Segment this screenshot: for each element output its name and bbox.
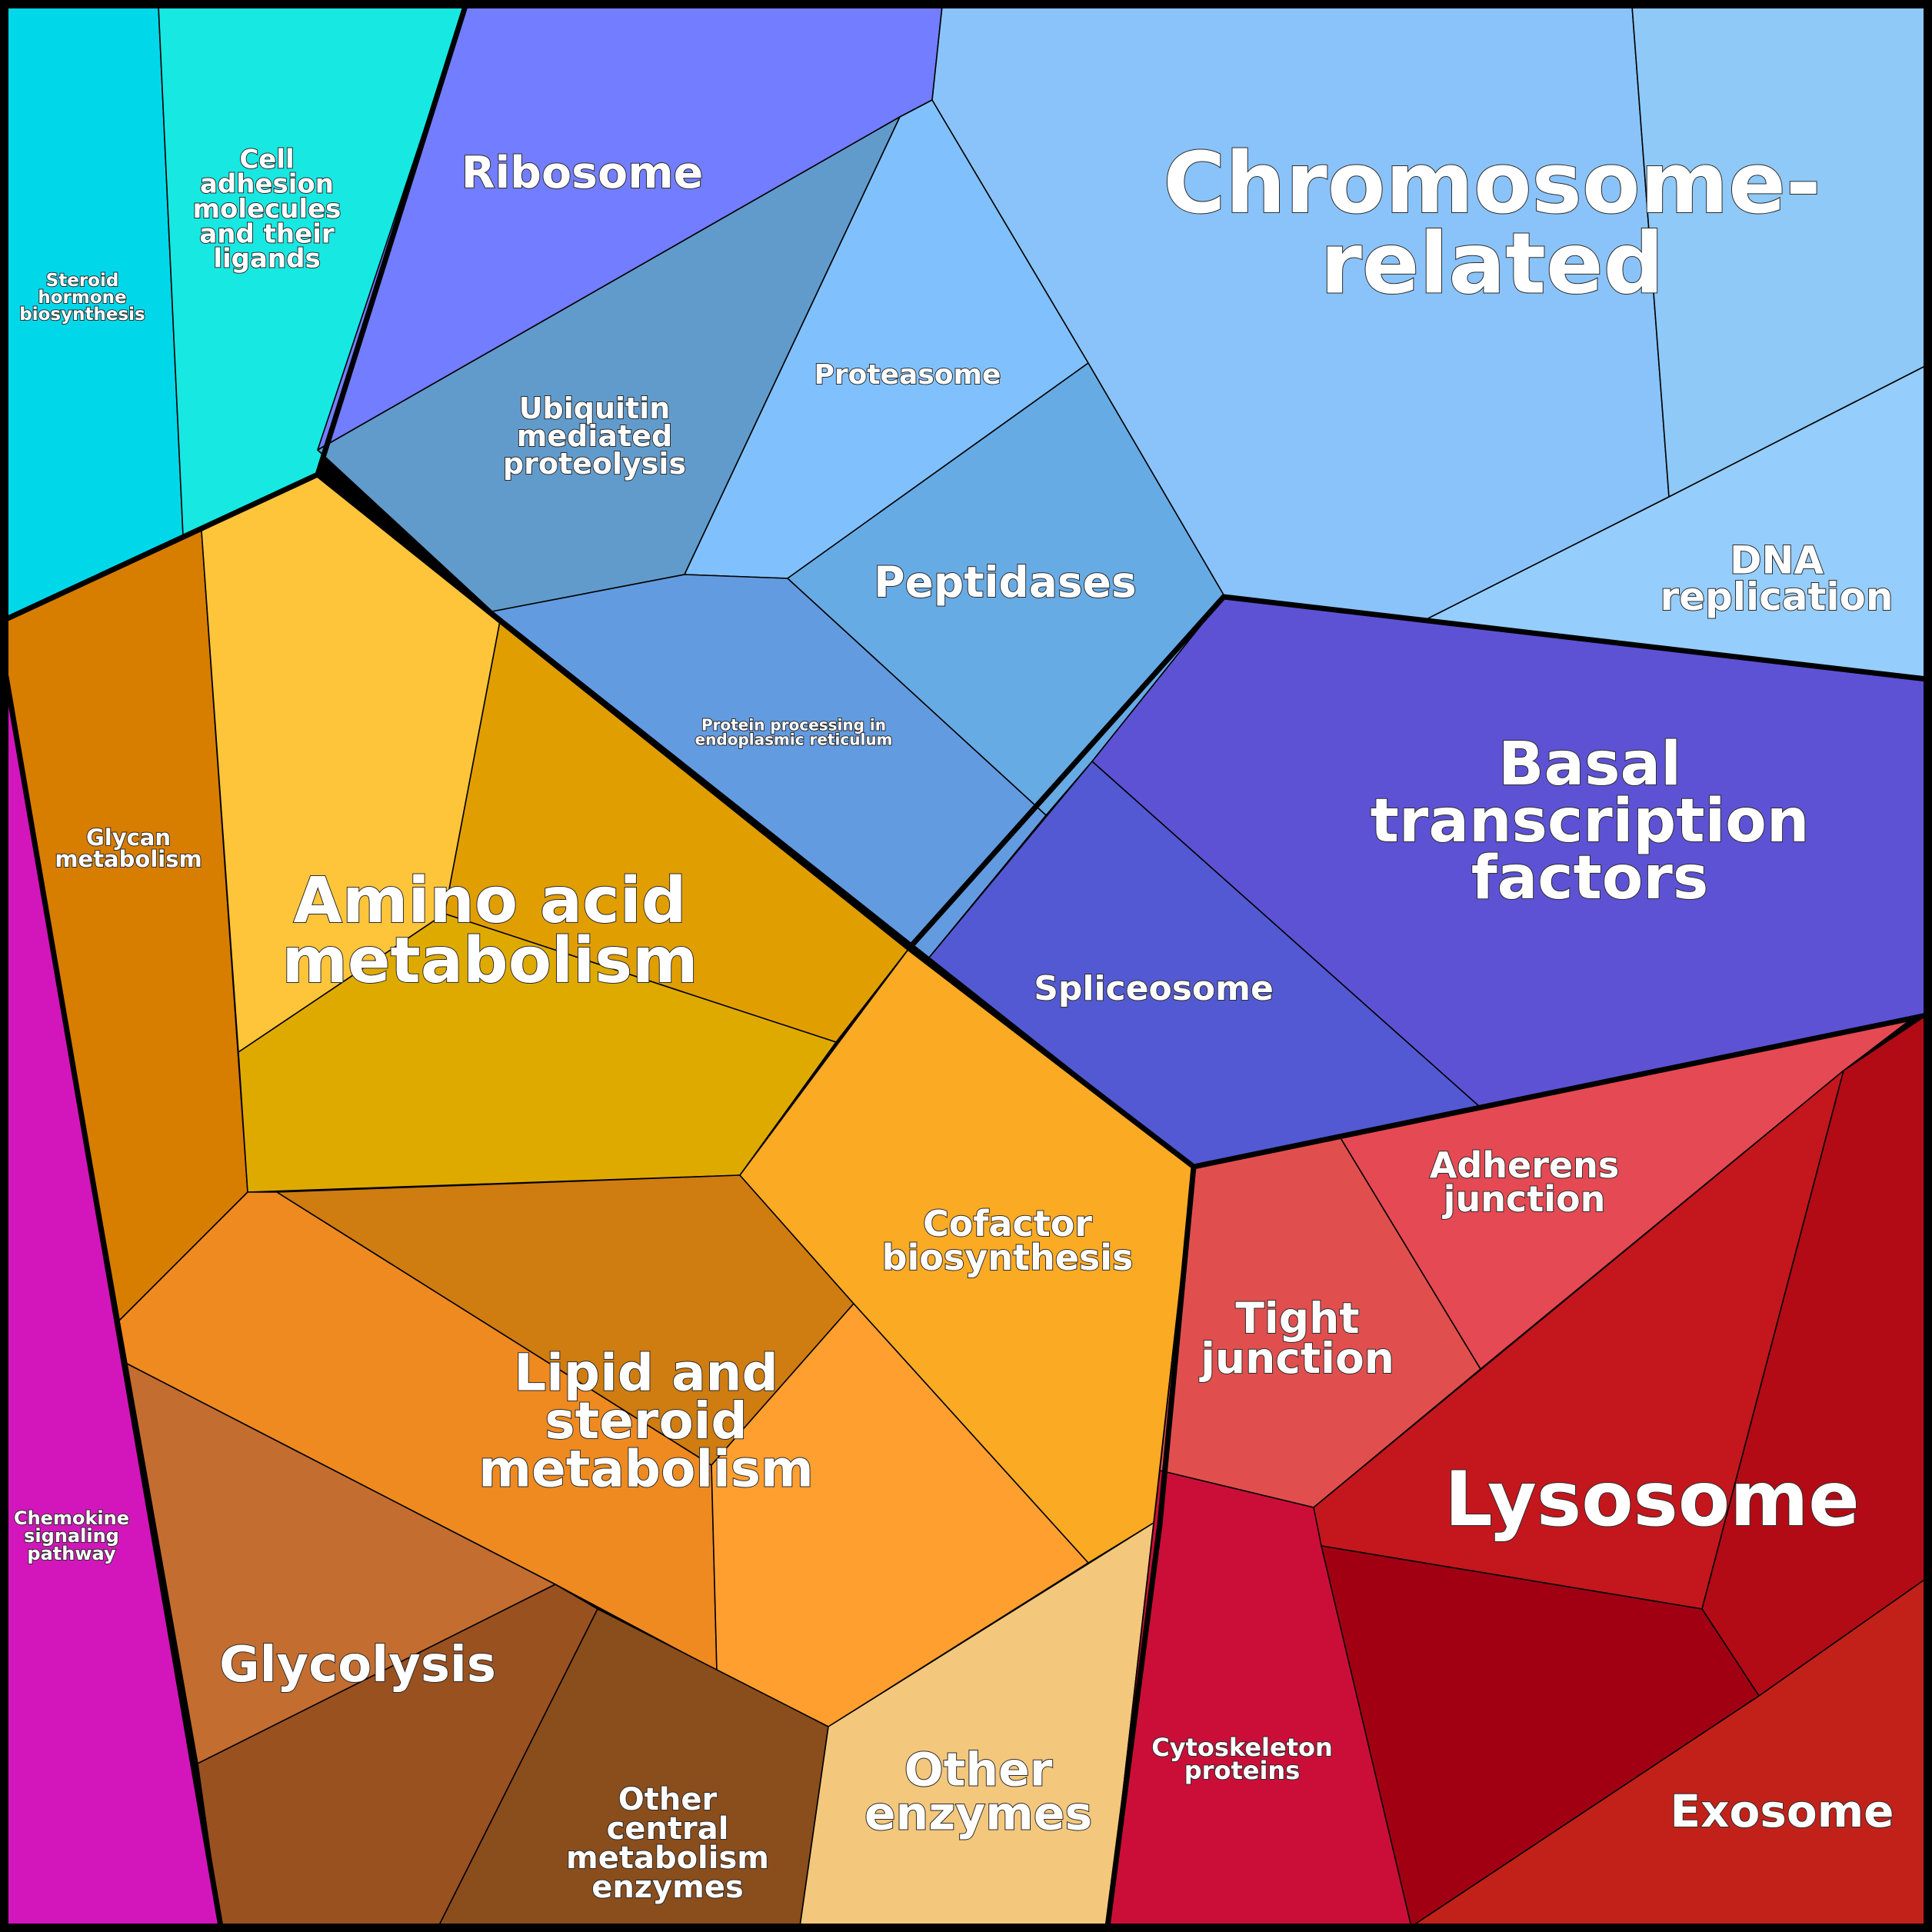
label-line: replication [1660,575,1893,619]
label-line: enzymes [864,1787,1092,1841]
label-line: endoplasmic reticulum [695,731,893,749]
label-line: Spliceosome [1034,969,1274,1008]
cells-layer [5,5,1927,1927]
label-line: factors [1471,844,1709,913]
label-line: metabolism [478,1439,814,1498]
label-line: Ribosome [461,148,704,198]
label-line: Lipid and [514,1343,778,1402]
label-spliceosome: Spliceosome [1034,969,1274,1008]
cell-amino-c [238,913,837,1193]
label-line: mediated [517,419,672,453]
label-line: signaling [24,1525,119,1547]
label-line: proteolysis [503,447,686,481]
label-chromosome-a: Chromosome-related [1164,134,1821,313]
label-line: Glycan [86,824,171,851]
label-line: Tight [1235,1294,1359,1343]
label-proteasome: Proteasome [814,359,1001,391]
label-line: Chemokine [14,1507,129,1529]
label-line: junction [1442,1178,1606,1220]
label-line: Other [618,1782,718,1817]
label-lysosome-a: Lysosome [1444,1456,1860,1544]
group-borders [3,3,1930,1930]
label-line: proteins [1184,1756,1300,1785]
label-line: Protein processing in [701,716,886,734]
label-line: metabolism [281,924,698,997]
label-line: hormone [38,288,126,308]
label-line: related [1321,214,1664,312]
label-line: transcription [1371,787,1810,856]
label-line: Proteasome [814,359,1001,391]
label-exosome: Exosome [1670,1785,1894,1837]
label-line: biosynthesis [19,305,145,325]
label-glycolysis-a: Glycolysis [219,1637,496,1694]
label-line: junction [1199,1334,1394,1383]
label-line: Chromosome- [1164,134,1821,232]
label-line: Basal [1498,730,1681,799]
label-line: adhesion [200,169,334,200]
cell-protein-processing [491,574,1047,958]
label-line: Peptidases [874,558,1136,607]
label-line: pathway [27,1543,116,1564]
label-line: molecules [193,194,341,225]
label-line: Adherens [1430,1144,1620,1186]
label-line: Amino acid [293,864,686,938]
label-line: enzymes [591,1870,744,1905]
label-line: Glycolysis [219,1637,496,1694]
label-line: DNA [1730,538,1824,582]
label-line: Lysosome [1444,1456,1860,1544]
label-line: Steroid [46,271,119,291]
label-line: Other [904,1744,1053,1797]
label-line: Cofactor [923,1203,1092,1244]
label-line: Cytoskeleton [1151,1733,1333,1762]
label-line: and their [199,218,334,249]
label-peptidases: Peptidases [874,558,1136,607]
label-line: Exosome [1670,1785,1894,1837]
label-line: ligands [213,244,320,275]
label-line: Ubiquitin [519,391,671,425]
label-line: biosynthesis [882,1237,1134,1278]
label-line: metabolism [55,846,202,872]
label-line: steroid [545,1391,747,1451]
label-ribosome: Ribosome [461,148,704,198]
label-line: Cell [239,144,294,175]
label-line: metabolism [566,1840,769,1876]
label-line: central [607,1811,729,1847]
